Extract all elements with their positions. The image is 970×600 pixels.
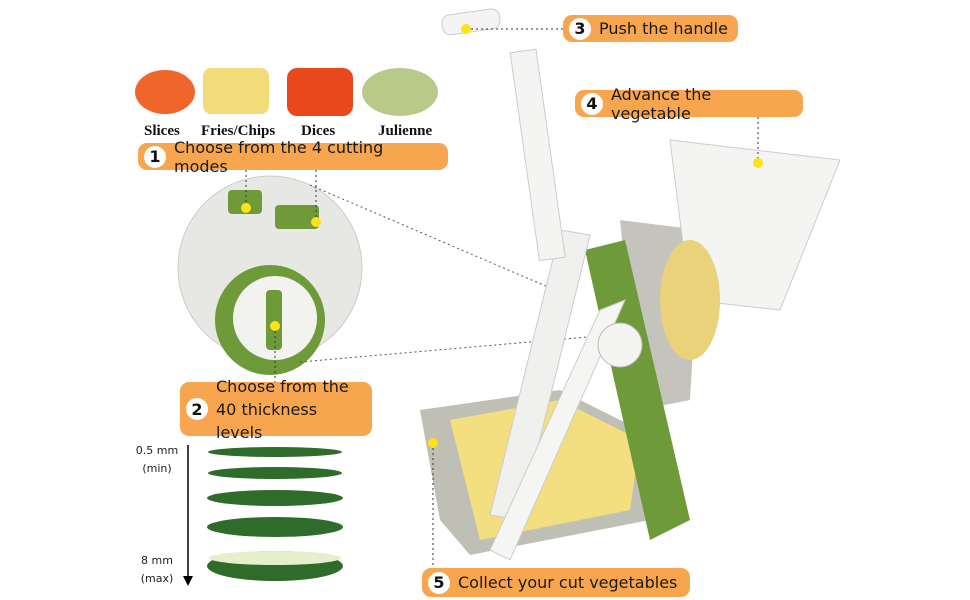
handle-shaft (509, 48, 566, 262)
julienne-image (362, 68, 438, 116)
mode-label-fries: Fries/Chips (201, 123, 276, 139)
step-2-label: 2 Choose from the 40 thickness levels (180, 377, 372, 442)
step-text: Choose from the 4 cutting modes (174, 137, 384, 176)
carrot-slices-image (135, 70, 195, 114)
step-text: Collect your cut vegetables (458, 573, 678, 592)
pointer-dots (241, 24, 763, 448)
thickness-min-label: (min) (142, 462, 172, 475)
step-text: Push the handle (599, 19, 728, 38)
step-number: 1 (144, 145, 166, 168)
fries-image (203, 68, 269, 114)
step-number: 2 (186, 398, 208, 420)
step-number: 5 (428, 571, 450, 594)
step-number: 3 (569, 17, 591, 40)
thickness-max-label: (max) (140, 572, 174, 585)
mode-label-julienne: Julienne (378, 123, 433, 139)
step-5-label: 5 Collect your cut vegetables (422, 568, 690, 597)
thickness-max-value: 8 mm (141, 554, 173, 567)
push-handle (441, 8, 501, 36)
step-4-label: 4 Advance the vegetable (575, 85, 803, 123)
dices-image (287, 68, 353, 116)
mode-label-slices: Slices (144, 123, 180, 139)
step-3-label: 3 Push the handle (563, 15, 738, 42)
thickness-max: 8 mm (max) (130, 552, 184, 588)
step-text: Advance the vegetable (611, 84, 712, 123)
step-text: Choose from the 40 thickness levels (216, 375, 362, 444)
step-1-label: 1 Choose from the 4 cutting modes (138, 138, 448, 176)
thickness-min: 0.5 mm (min) (130, 442, 184, 478)
step-text-line: Choose from the (216, 376, 349, 396)
step-number: 4 (581, 92, 603, 115)
cucumber-slices (207, 447, 343, 581)
thickness-dial (597, 322, 643, 368)
leg-right (489, 299, 626, 561)
thickness-min-value: 0.5 mm (135, 444, 179, 457)
mode-label-dices: Dices (301, 123, 336, 139)
step-text-line: 40 thickness levels (216, 399, 318, 442)
